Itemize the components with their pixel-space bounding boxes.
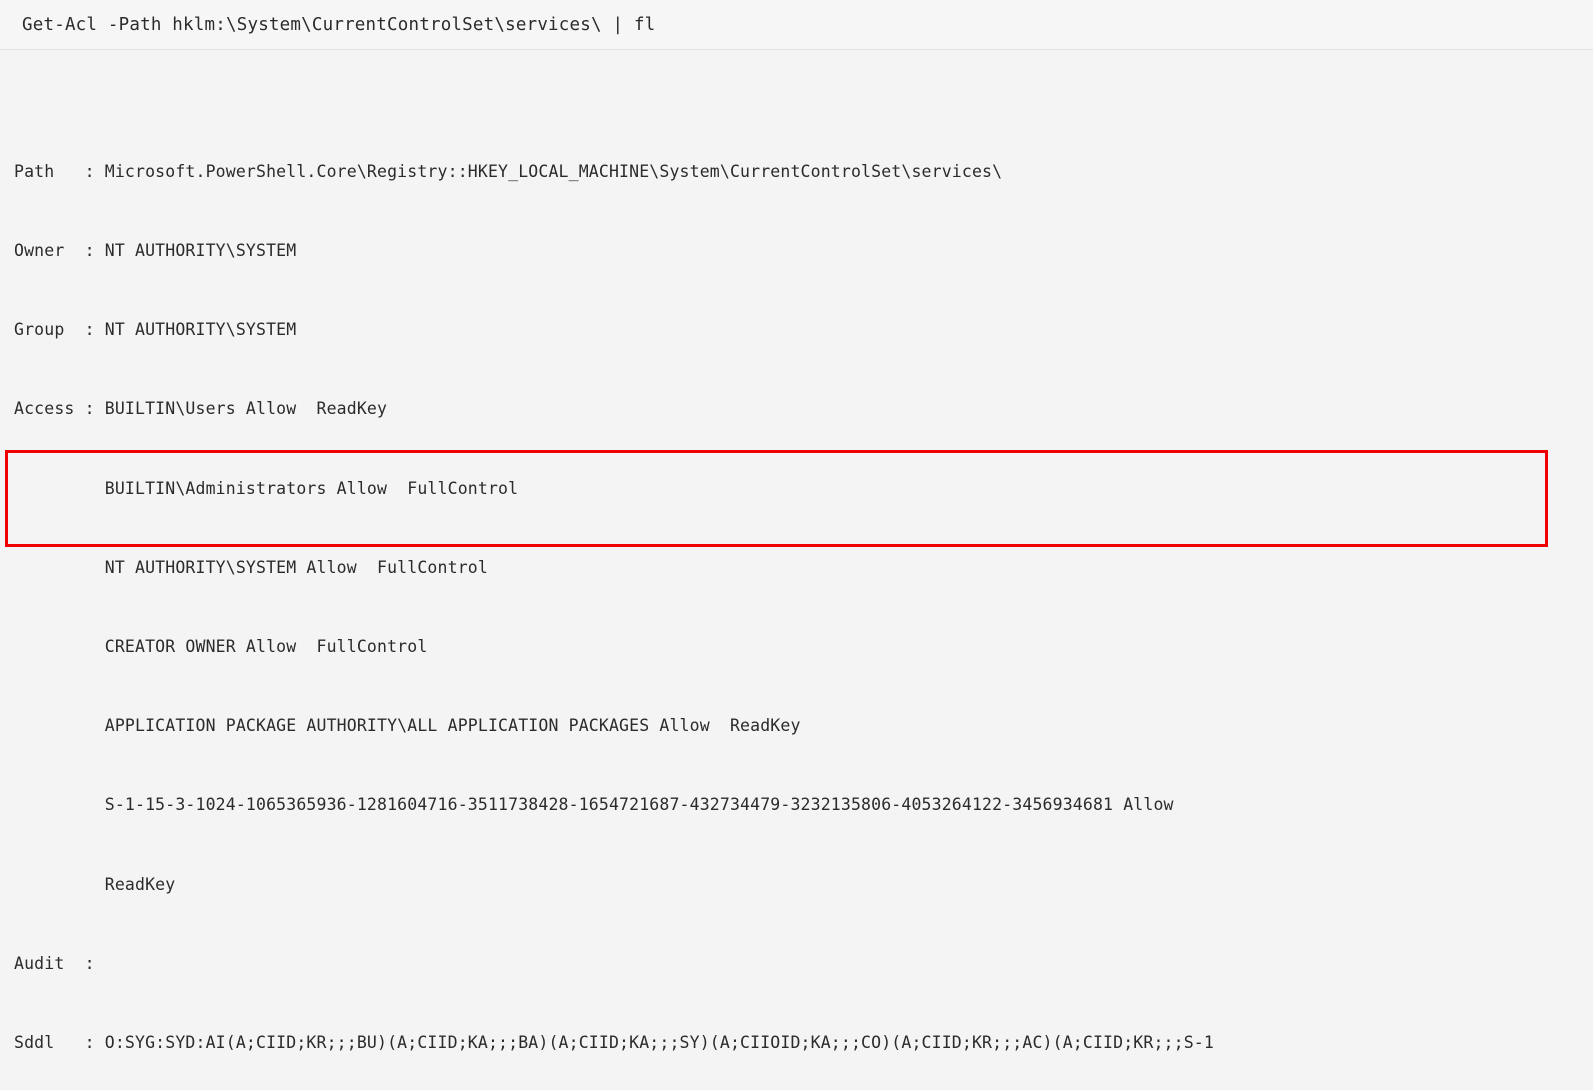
output-line-access-creator: CREATOR OWNER Allow FullControl — [14, 637, 428, 657]
output-line-access-apppackage: APPLICATION PACKAGE AUTHORITY\ALL APPLIC… — [14, 716, 801, 736]
command-input-text[interactable]: Get-Acl -Path hklm:\System\CurrentContro… — [22, 14, 656, 35]
output-line-group: Group : NT AUTHORITY\SYSTEM — [14, 320, 297, 340]
output-line-access-sid: S-1-15-3-1024-1065365936-1281604716-3511… — [14, 795, 1174, 815]
output-line-path: Path : Microsoft.PowerShell.Core\Registr… — [14, 161, 1003, 181]
console-output-pane: Path : Microsoft.PowerShell.Core\Registr… — [0, 50, 1593, 1090]
output-line-access-admins: BUILTIN\Administrators Allow FullControl — [14, 478, 519, 498]
output-line-sddl: Sddl : O:SYG:SYD:AI(A;CIID;KR;;;BU)(A;CI… — [14, 1033, 1214, 1053]
output-line-audit: Audit : — [14, 953, 105, 973]
output-line-access-system: NT AUTHORITY\SYSTEM Allow FullControl — [14, 557, 488, 577]
output-line-access-users: Access : BUILTIN\Users Allow ReadKey — [14, 399, 388, 419]
output-line-access-sid-cont: ReadKey — [14, 874, 176, 894]
command-bar: Get-Acl -Path hklm:\System\CurrentContro… — [0, 0, 1593, 50]
output-line-owner: Owner : NT AUTHORITY\SYSTEM — [14, 241, 297, 261]
acl-output-block: Path : Microsoft.PowerShell.Core\Registr… — [0, 106, 1593, 1090]
